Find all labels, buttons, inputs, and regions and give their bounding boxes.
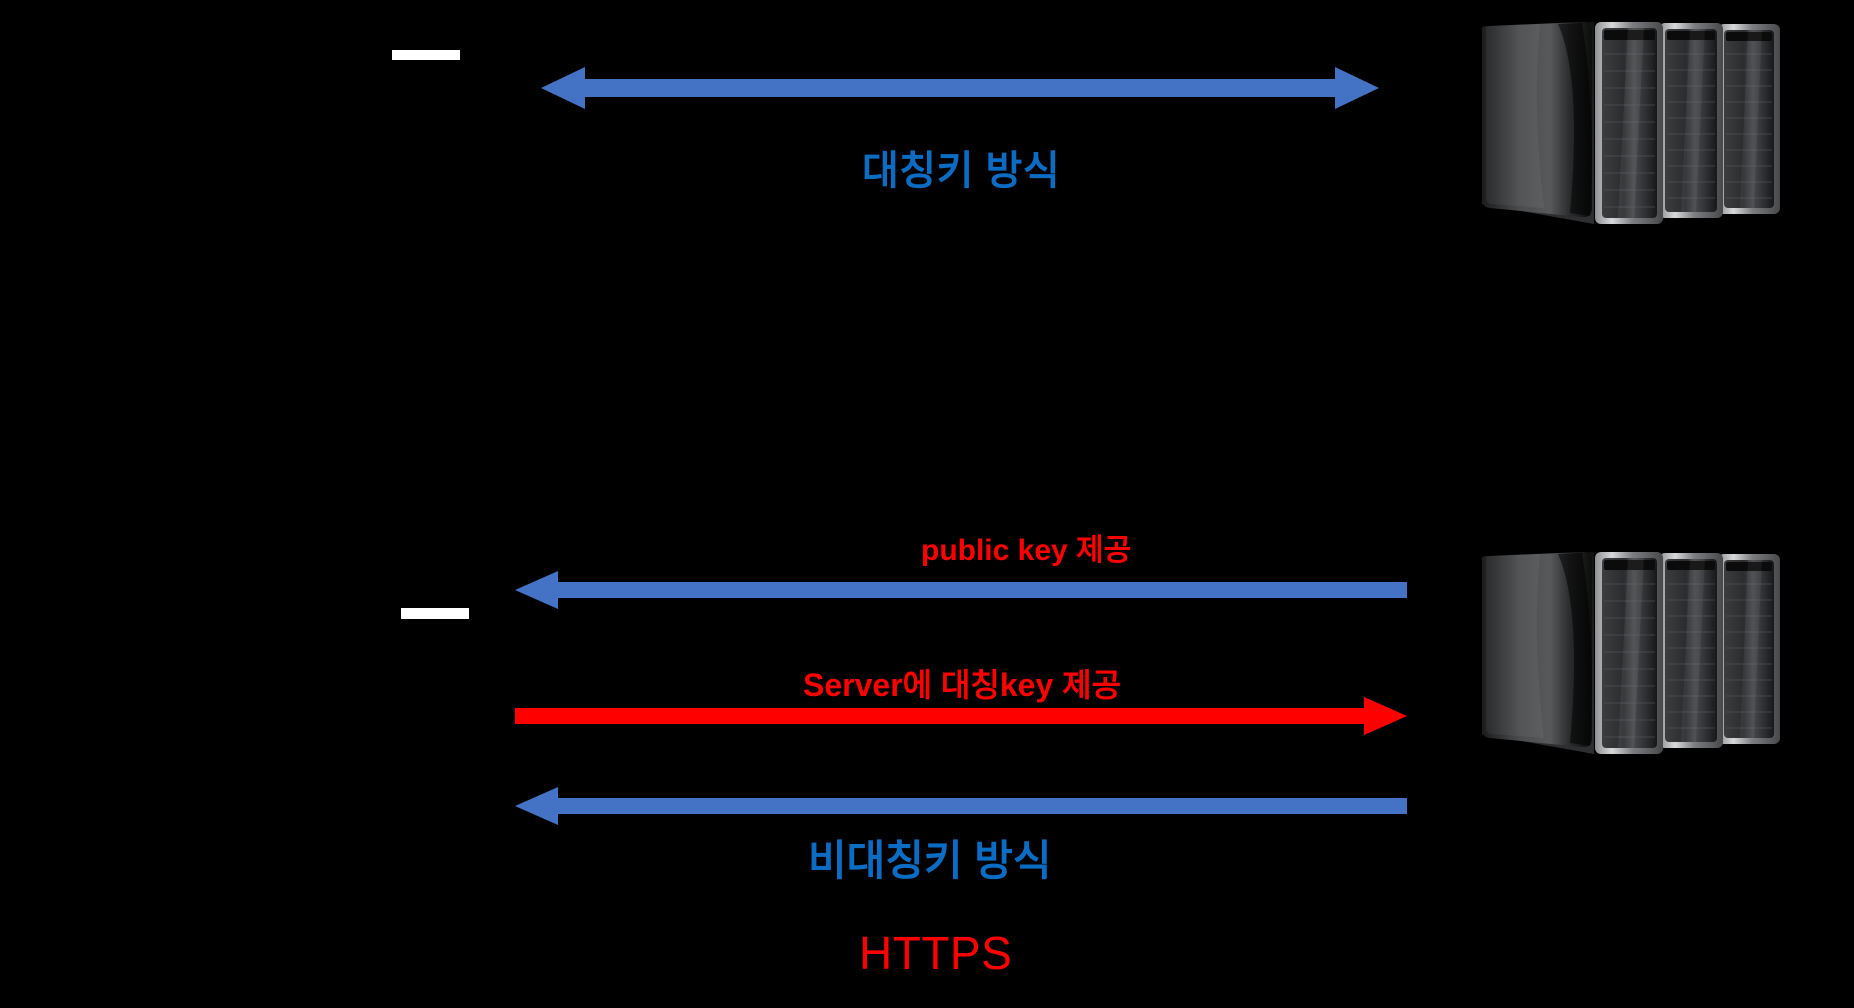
label-https-protocol: HTTPS <box>859 927 1013 979</box>
label-symmetric-method: 대칭키 방식 <box>862 149 1061 193</box>
client-marker-top <box>392 50 460 60</box>
arrow-symmetric-bidirectional <box>541 67 1379 109</box>
server-rack-bottom <box>1462 538 1812 768</box>
label-asymmetric-method: 비대칭키 방식 <box>808 837 1052 884</box>
label-session-key-transfer: Server에 대칭key 제공 <box>803 667 1122 703</box>
arrow-public-key <box>515 571 1407 609</box>
arrow-session-key <box>515 697 1407 735</box>
server-rack-top <box>1462 8 1812 238</box>
arrow-encrypted-response <box>515 787 1407 825</box>
client-marker-bottom <box>401 608 469 619</box>
label-public-key-transfer: public key 제공 <box>921 534 1132 567</box>
